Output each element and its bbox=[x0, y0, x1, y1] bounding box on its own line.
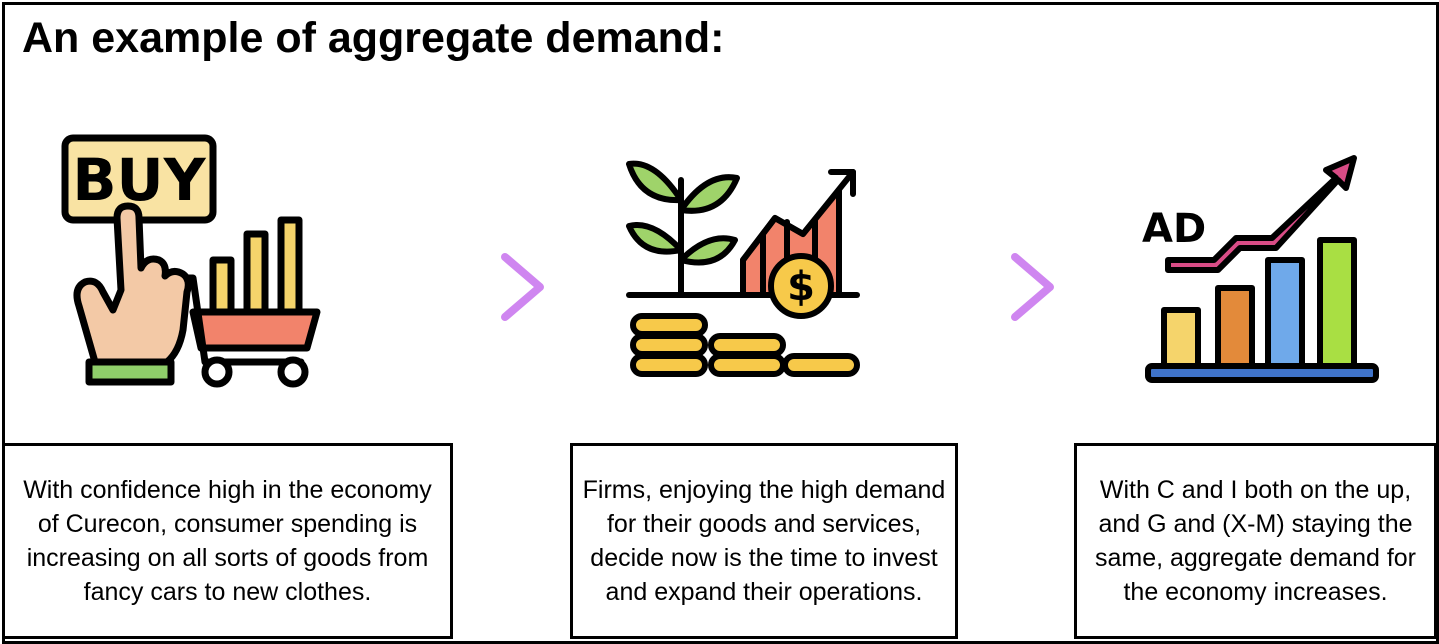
caption-step-3: With C and I both on the up, and G and (… bbox=[1074, 443, 1437, 639]
coin-symbol: $ bbox=[787, 264, 815, 310]
coin-stack bbox=[782, 353, 860, 377]
cart-bar bbox=[277, 216, 303, 316]
leaf bbox=[626, 160, 684, 204]
caption-step-2: Firms, enjoying the high demand for thei… bbox=[570, 443, 958, 639]
hand bbox=[73, 202, 192, 366]
buy-sign-text: BUY bbox=[72, 146, 206, 214]
coin-stack bbox=[708, 353, 786, 377]
growth-arrow bbox=[740, 169, 856, 263]
arrow-right-icon bbox=[396, 253, 544, 321]
cuff bbox=[85, 358, 175, 386]
ad-base bbox=[1145, 363, 1379, 383]
investment-growth-icon: $ bbox=[626, 160, 860, 377]
leaf bbox=[678, 174, 740, 214]
coin-stack bbox=[630, 353, 708, 377]
coin-stack bbox=[630, 313, 708, 337]
ad-bar bbox=[1215, 285, 1255, 369]
buy-hand-cart-icon: BUY bbox=[61, 134, 321, 388]
coin-stack bbox=[708, 333, 786, 357]
caption-step-1: With confidence high in the economy of C… bbox=[2, 443, 453, 639]
caption-text: With C and I both on the up, and G and (… bbox=[1094, 476, 1417, 606]
aggregate-demand-chart-icon: AD bbox=[1142, 155, 1379, 383]
caption-text: With confidence high in the economy of C… bbox=[23, 476, 432, 606]
cart-bar bbox=[243, 230, 269, 316]
arrow-right-icon bbox=[906, 253, 1054, 321]
cart-bar bbox=[209, 256, 235, 316]
ad-bar bbox=[1161, 307, 1201, 369]
caption-text: Firms, enjoying the high demand for thei… bbox=[582, 476, 946, 606]
ad-bar bbox=[1265, 257, 1305, 369]
leaf bbox=[626, 222, 684, 255]
coin-stack bbox=[630, 333, 708, 357]
coin bbox=[768, 253, 834, 319]
ad-label: AD bbox=[1142, 206, 1206, 252]
ad-bar bbox=[1317, 237, 1357, 369]
cart-basket bbox=[189, 308, 321, 352]
cart-wheel bbox=[201, 356, 233, 388]
page-title: An example of aggregate demand: bbox=[22, 14, 725, 62]
leaf bbox=[678, 235, 738, 266]
ad-rising-arrow bbox=[1165, 155, 1357, 273]
cart-wheel bbox=[277, 356, 309, 388]
